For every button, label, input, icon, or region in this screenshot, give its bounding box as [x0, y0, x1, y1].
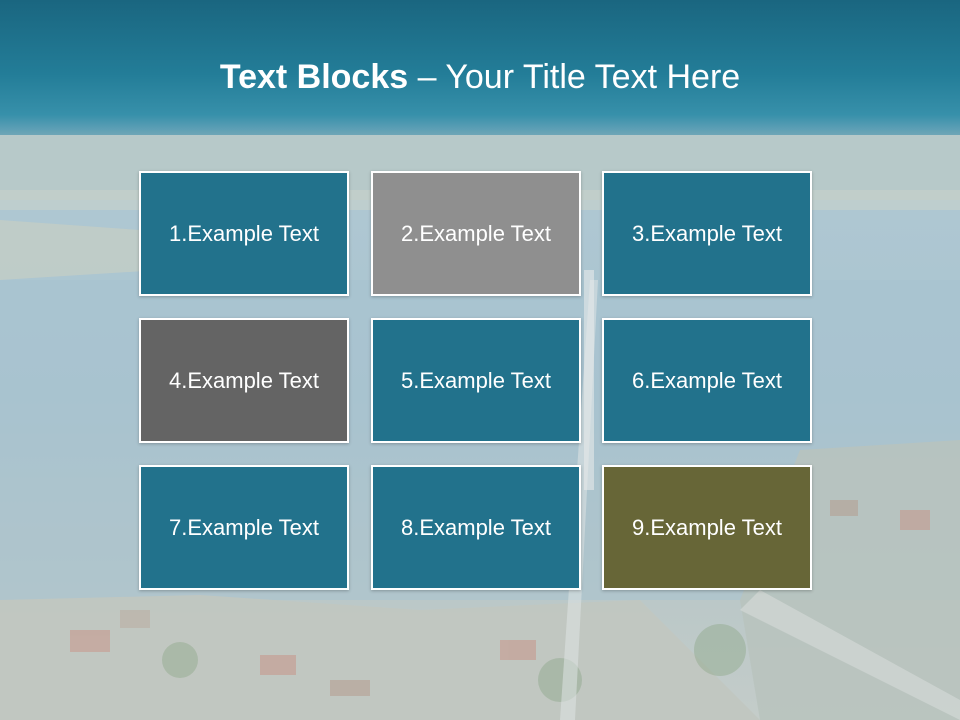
title-rest: Your Title Text Here	[445, 58, 741, 96]
title-bold-part: Text Blocks	[219, 58, 409, 96]
text-block-label: 4.Example Text	[168, 367, 319, 393]
text-block-6[interactable]: 6.Example Text	[602, 318, 812, 443]
title-dash: –	[408, 58, 446, 96]
text-block-2[interactable]: 2.Example Text	[371, 171, 581, 296]
text-block-label: 3.Example Text	[631, 220, 782, 246]
text-block-label: 8.Example Text	[400, 514, 551, 540]
text-block-label: 9.Example Text	[631, 514, 782, 540]
text-block-label: 7.Example Text	[168, 514, 319, 540]
text-block-7[interactable]: 7.Example Text	[139, 465, 349, 590]
text-block-4[interactable]: 4.Example Text	[139, 318, 349, 443]
text-block-5[interactable]: 5.Example Text	[371, 318, 581, 443]
text-block-3[interactable]: 3.Example Text	[602, 171, 812, 296]
text-block-9[interactable]: 9.Example Text	[602, 465, 812, 590]
text-block-label: 2.Example Text	[400, 220, 551, 246]
text-block-label: 6.Example Text	[631, 367, 782, 393]
text-block-8[interactable]: 8.Example Text	[371, 465, 581, 590]
text-block-label: 5.Example Text	[400, 367, 551, 393]
text-block-1[interactable]: 1.Example Text	[139, 171, 349, 296]
slide-title: Text Blocks – Your Title Text Here	[0, 55, 960, 99]
title-band	[0, 0, 960, 135]
text-block-label: 1.Example Text	[168, 220, 319, 246]
